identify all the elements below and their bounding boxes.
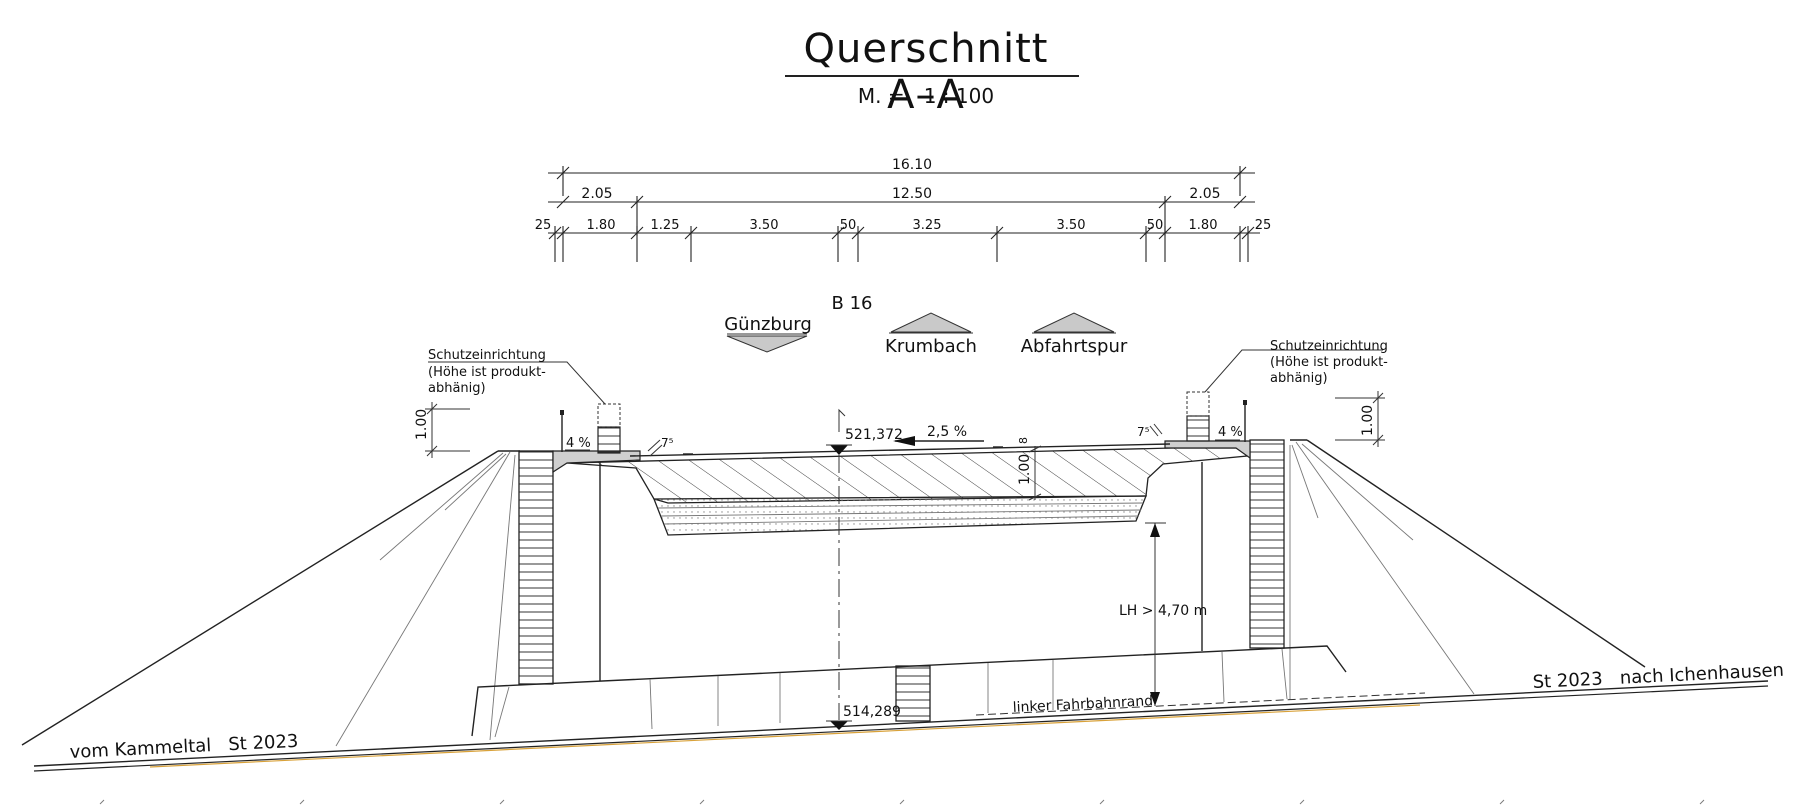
embankment-left bbox=[21, 450, 520, 747]
title-underline bbox=[785, 75, 1079, 77]
direction-label-krumbach: Krumbach bbox=[885, 336, 977, 357]
lane-edge-label: linker Fahrbahnrand bbox=[1012, 693, 1153, 716]
slope-right-label: 4 % bbox=[1218, 425, 1243, 440]
dim-detail-6: 3.25 bbox=[913, 218, 942, 233]
small-slope-right-label: 7⁵ bbox=[1137, 425, 1150, 439]
barrier-left bbox=[560, 403, 621, 454]
drawing-scale: M. = 1 : 100 bbox=[857, 84, 995, 108]
barrier-note-left-2: (Höhe ist produkt- bbox=[428, 365, 546, 380]
barrier-note-right-3: abhänig) bbox=[1270, 371, 1328, 386]
barrier-note-left-3: abhänig) bbox=[428, 381, 486, 396]
height-dim-right bbox=[1335, 391, 1385, 447]
road-right-label: St 2023 nach Ichenhausen bbox=[1532, 660, 1784, 693]
direction-label-guenzburg: Günzburg bbox=[724, 314, 812, 335]
dim-detail-4: 3.50 bbox=[750, 218, 779, 233]
triangle-up-icon bbox=[1033, 312, 1115, 333]
height-dim-left bbox=[425, 402, 470, 458]
direction-marker-krumbach: Krumbach bbox=[885, 312, 977, 357]
barrier-note-right-2: (Höhe ist produkt- bbox=[1270, 355, 1388, 370]
direction-marker-guenzburg: Günzburg bbox=[724, 314, 812, 353]
cross-slope-label: 2,5 % bbox=[927, 424, 967, 440]
ground-line bbox=[33, 680, 1769, 772]
height-right-label: 1.00 bbox=[1360, 405, 1376, 436]
barrier-right bbox=[1186, 391, 1247, 442]
cap-left bbox=[552, 450, 641, 474]
dim-mid-right: 2.05 bbox=[1189, 186, 1220, 202]
slab-depth-label: 1.00 bbox=[1017, 454, 1033, 485]
direction-marker-abfahrtspur: Abfahrtspur bbox=[1021, 312, 1128, 357]
abutment-left bbox=[518, 450, 554, 685]
clearance-label: LH > 4,70 m bbox=[1119, 603, 1207, 619]
barrier-note-left: Schutzeinrichtung (Höhe ist produkt- abh… bbox=[428, 348, 546, 396]
dim-detail-3: 1.25 bbox=[651, 218, 680, 233]
dim-detail-8: 50 bbox=[1147, 218, 1164, 233]
dim-detail-10: 25 bbox=[1255, 218, 1272, 233]
abutment-right bbox=[1249, 439, 1285, 649]
triangle-down-icon bbox=[726, 335, 808, 353]
deck-slab bbox=[566, 447, 1248, 504]
foundation bbox=[471, 645, 1347, 738]
pier-center bbox=[895, 665, 931, 722]
dimension-chain-total: 16.10 bbox=[548, 157, 1255, 196]
lane-edge-line bbox=[975, 692, 1426, 716]
dim-detail-2: 1.80 bbox=[587, 218, 616, 233]
direction-label-abfahrtspur: Abfahrtspur bbox=[1021, 336, 1128, 357]
small-slope-left-label: 7⁵ bbox=[661, 436, 674, 450]
dimension-chain-detail: 25 1.80 1.25 3.50 50 3.25 3.50 50 1.80 2… bbox=[535, 218, 1272, 262]
dim-total: 16.10 bbox=[892, 157, 932, 173]
sheet-edge-ticks bbox=[99, 799, 1705, 805]
elevation-top-label: 521,372 bbox=[845, 427, 903, 443]
barrier-note-right: Schutzeinrichtung (Höhe ist produkt- abh… bbox=[1270, 339, 1388, 386]
drawing-title: Querschnitt A–A bbox=[803, 26, 1049, 118]
dim-detail-5: 50 bbox=[840, 218, 857, 233]
detail-ticks bbox=[548, 226, 1255, 262]
slab-gap-label: 8 bbox=[1017, 437, 1030, 444]
bridge-deck bbox=[552, 440, 1251, 536]
barrier-note-right-1: Schutzeinrichtung bbox=[1270, 339, 1388, 354]
slope-left-label: 4 % bbox=[566, 436, 591, 451]
height-left-label: 1.00 bbox=[414, 409, 430, 440]
dim-mid-left: 2.05 bbox=[581, 186, 612, 202]
barrier-note-left-1: Schutzeinrichtung bbox=[428, 348, 546, 363]
elevation-marker-bottom-icon bbox=[830, 721, 848, 730]
slope-arrow-icon bbox=[893, 436, 915, 446]
road-name: B 16 bbox=[832, 293, 873, 314]
dim-detail-7: 3.50 bbox=[1057, 218, 1086, 233]
elevation-bottom-label: 514,289 bbox=[843, 704, 901, 720]
elevation-marker-top-icon bbox=[830, 445, 848, 455]
triangle-up-icon bbox=[890, 312, 972, 333]
dim-detail-1: 25 bbox=[535, 218, 552, 233]
deck-lower bbox=[653, 495, 1147, 536]
embankment-right bbox=[1289, 439, 1646, 700]
dim-detail-9: 1.80 bbox=[1189, 218, 1218, 233]
dim-mid-center: 12.50 bbox=[892, 186, 932, 202]
dimension-chain-mid: 2.05 12.50 2.05 bbox=[548, 186, 1255, 236]
cap-right bbox=[1164, 440, 1251, 460]
road-edge-line bbox=[149, 704, 1421, 768]
